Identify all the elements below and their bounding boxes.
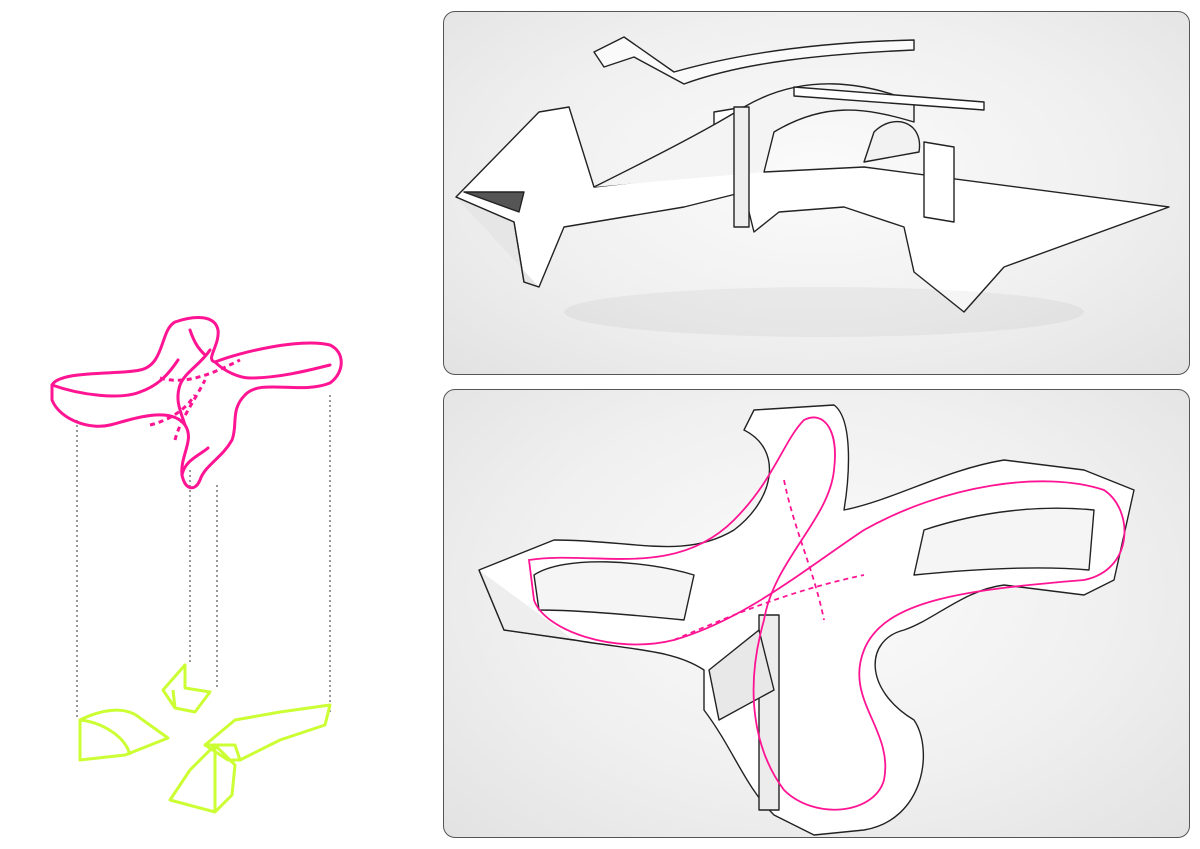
model-render-bottom-drawing — [478, 404, 1135, 836]
projection-lines — [76, 395, 331, 720]
circulation-loop-hidden — [149, 358, 241, 441]
model-render-top-drawing — [455, 36, 1170, 337]
exploded-diagram — [50, 316, 343, 814]
model-render-top — [443, 11, 1190, 375]
model-render-bottom — [443, 389, 1190, 838]
ground-volumes — [78, 663, 332, 814]
circulation-loop — [50, 316, 343, 490]
